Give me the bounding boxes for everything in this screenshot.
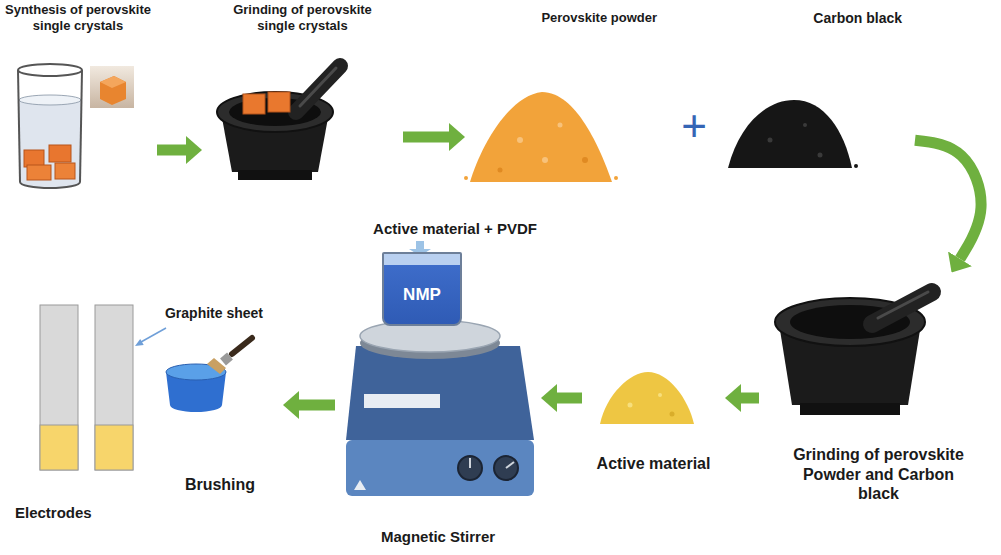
magnetic-stirrer bbox=[346, 320, 534, 496]
flow-arrow bbox=[157, 145, 186, 156]
crystal-photo bbox=[90, 66, 134, 108]
glass-beaker bbox=[18, 64, 82, 188]
perovskite-powder bbox=[517, 137, 523, 143]
perovskite-powder bbox=[558, 123, 563, 128]
glass-beaker bbox=[19, 100, 81, 188]
process-step: Grinding of perovskite Powder and Carbon… bbox=[762, 275, 995, 505]
perovskite-powder bbox=[498, 168, 503, 173]
perovskite-powder bbox=[470, 92, 612, 182]
graphite-electrode bbox=[40, 305, 133, 470]
process-step: Carbon black bbox=[718, 8, 912, 180]
magnetic-stirrer bbox=[458, 456, 482, 480]
mortar-pestle bbox=[872, 292, 932, 324]
crystal-photo bbox=[100, 76, 126, 88]
active-material-powder bbox=[628, 403, 633, 408]
magnetic-stirrer bbox=[346, 440, 534, 496]
process-step: Perovskite powder bbox=[468, 8, 665, 188]
annotation-label: Graphite sheet bbox=[158, 305, 270, 322]
step-caption: Carbon black bbox=[813, 10, 902, 27]
magnetic-stirrer bbox=[346, 346, 534, 440]
glass-beaker bbox=[80, 70, 82, 182]
mortar-pestle bbox=[243, 94, 265, 114]
carbon-black-powder bbox=[768, 138, 773, 143]
beaker-liquid: NMP bbox=[382, 252, 462, 326]
crystal-photo bbox=[90, 66, 134, 108]
perovskite-powder bbox=[464, 92, 618, 182]
active-material-powder bbox=[670, 412, 675, 417]
flow-arrow bbox=[915, 140, 981, 258]
glass-beaker bbox=[19, 95, 81, 105]
crystal-photo bbox=[100, 76, 126, 105]
flow-arrow bbox=[557, 393, 582, 404]
graphite-electrode bbox=[40, 305, 78, 470]
liquid-label: NMP bbox=[403, 285, 441, 305]
mortar-pestle bbox=[775, 292, 932, 415]
magnetic-stirrer bbox=[364, 394, 440, 408]
step-caption: Active material bbox=[597, 454, 711, 473]
glass-beaker bbox=[55, 163, 75, 179]
carbon-black-powder bbox=[854, 164, 858, 168]
annotation-label: Active material + PVDF bbox=[345, 220, 565, 238]
carbon-black-powder bbox=[728, 100, 858, 168]
perovskite-powder bbox=[464, 176, 468, 180]
mortar-pestle bbox=[800, 403, 900, 415]
flow-arrow bbox=[403, 132, 449, 143]
glass-beaker bbox=[18, 70, 20, 182]
glass-beaker bbox=[20, 182, 80, 188]
process-step: Magnetic Stirrer NMP bbox=[338, 248, 538, 548]
glass-beaker bbox=[24, 150, 44, 167]
step-caption: Grinding of perovskite single crystals bbox=[217, 2, 389, 33]
leader-line bbox=[135, 339, 144, 346]
leader-line bbox=[141, 328, 166, 342]
graphite-electrode bbox=[95, 425, 133, 470]
perovskite-powder bbox=[542, 157, 548, 163]
magnetic-stirrer bbox=[469, 458, 471, 468]
process-step: Brushing bbox=[160, 332, 280, 496]
glass-beaker bbox=[18, 64, 82, 76]
mortar-pestle bbox=[268, 92, 290, 112]
step-caption: Perovskite powder bbox=[541, 10, 657, 26]
step-caption: Electrodes bbox=[15, 504, 92, 522]
brush-bowl bbox=[223, 356, 230, 362]
flow-arrow bbox=[299, 400, 335, 411]
glass-beaker bbox=[27, 165, 51, 180]
brush-bowl bbox=[166, 338, 252, 412]
step-caption: Brushing bbox=[185, 475, 255, 494]
active-material-powder bbox=[600, 372, 694, 424]
magnetic-stirrer bbox=[494, 456, 518, 480]
mortar-pestle bbox=[300, 68, 336, 106]
graphite-electrode bbox=[95, 305, 133, 470]
process-step: Synthesis of perovskite single crystals bbox=[2, 0, 154, 192]
mortar-pestle bbox=[238, 170, 312, 180]
step-caption: Synthesis of perovskite single crystals bbox=[4, 2, 152, 33]
perovskite-powder bbox=[614, 176, 618, 180]
mortar-pestle bbox=[878, 292, 928, 318]
mortar-pestle bbox=[296, 66, 340, 112]
step-caption: Grinding of perovskite Powder and Carbon… bbox=[781, 445, 977, 503]
process-step: Grinding of perovskite single crystals bbox=[205, 0, 400, 188]
glass-beaker bbox=[49, 145, 71, 162]
addition-arrow bbox=[416, 241, 424, 249]
flow-arrow bbox=[741, 393, 759, 404]
magnetic-stirrer bbox=[354, 480, 366, 490]
brush-bowl bbox=[232, 338, 252, 354]
active-material-powder bbox=[658, 393, 662, 397]
carbon-black-powder bbox=[728, 100, 852, 168]
carbon-black-powder bbox=[818, 153, 823, 158]
brush-bowl bbox=[207, 358, 226, 374]
active-material-powder bbox=[600, 372, 694, 424]
carbon-black-powder bbox=[803, 123, 807, 127]
step-caption: Magnetic Stirrer bbox=[381, 528, 495, 546]
process-step: Electrodes bbox=[8, 300, 145, 524]
process-step: Active material bbox=[585, 362, 722, 475]
graphite-electrode bbox=[40, 425, 78, 470]
annotation-label: + bbox=[674, 104, 714, 148]
leader-line bbox=[135, 328, 166, 346]
perovskite-powder bbox=[582, 157, 588, 163]
magnetic-stirrer bbox=[506, 462, 514, 468]
mortar-pestle bbox=[217, 66, 340, 180]
